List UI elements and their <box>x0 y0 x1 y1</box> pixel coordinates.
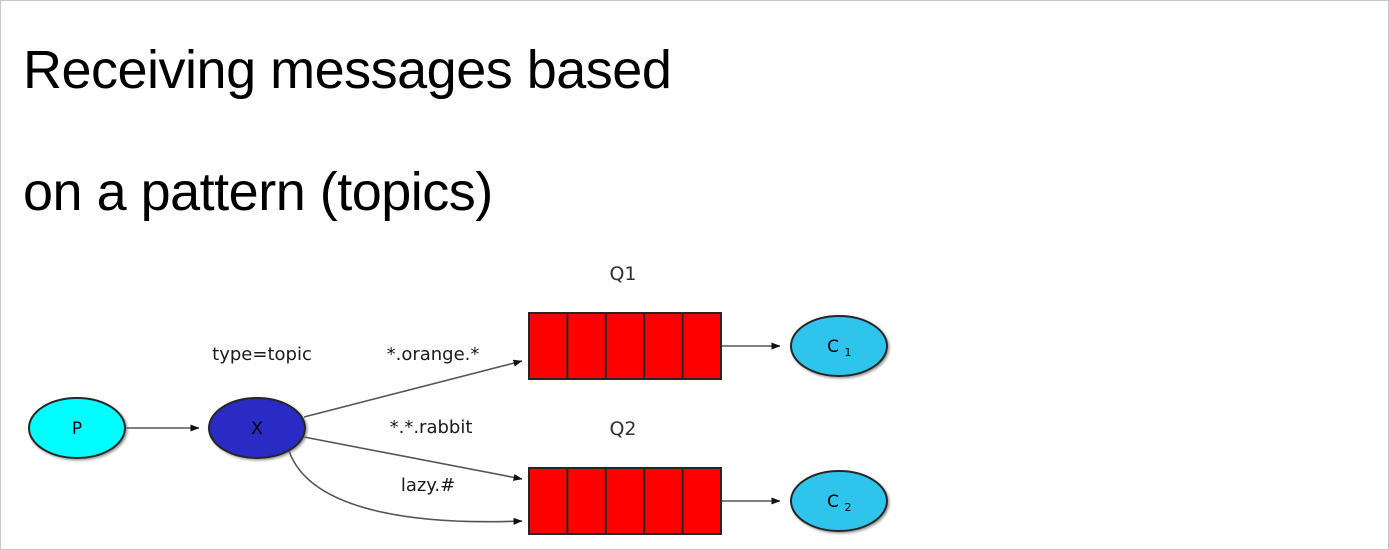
exchange-ellipse[interactable] <box>208 397 306 459</box>
queue2-label: Q2 <box>609 418 636 440</box>
page-title-line-1: Receiving messages based <box>23 40 672 100</box>
producer-ellipse[interactable] <box>28 397 126 459</box>
consumer2-label: C <box>827 492 839 512</box>
node-exchange[interactable] <box>208 397 306 459</box>
edge-exchange-to-queue1 <box>303 359 523 418</box>
consumer2-ellipse[interactable] <box>790 470 888 532</box>
consumer1-subscript: 1 <box>845 346 852 359</box>
producer-label: P <box>72 419 82 439</box>
edge-exchange-to-queue2-lazy <box>288 450 523 525</box>
binding-label-orange: *.orange.* <box>387 344 480 365</box>
page-title: Receiving messages based on a pattern (t… <box>23 9 1023 253</box>
exchange-type-label: type=topic <box>212 344 312 365</box>
consumer2-subscript: 2 <box>845 501 852 514</box>
node-consumer1[interactable] <box>790 315 888 377</box>
binding-label-rabbit: *.*.rabbit <box>390 417 473 438</box>
exchange-label: X <box>251 419 263 439</box>
binding-label-lazy: lazy.# <box>401 475 455 496</box>
diagram-edges <box>121 342 781 525</box>
node-queue2[interactable] <box>528 467 722 535</box>
topic-exchange-diagram: P X Q1 Q2 <box>1 241 1388 549</box>
edge-exchange-to-queue2-rabbit <box>303 436 523 481</box>
node-consumer2[interactable] <box>790 470 888 532</box>
queue2-box[interactable] <box>528 467 722 535</box>
consumer1-label: C <box>827 337 839 357</box>
queue1-box[interactable] <box>528 312 722 380</box>
queue1-label: Q1 <box>609 263 636 285</box>
node-producer[interactable] <box>28 397 126 459</box>
consumer1-ellipse[interactable] <box>790 315 888 377</box>
node-queue1[interactable] <box>528 312 722 380</box>
page-title-line-2: on a pattern (topics) <box>23 162 493 222</box>
